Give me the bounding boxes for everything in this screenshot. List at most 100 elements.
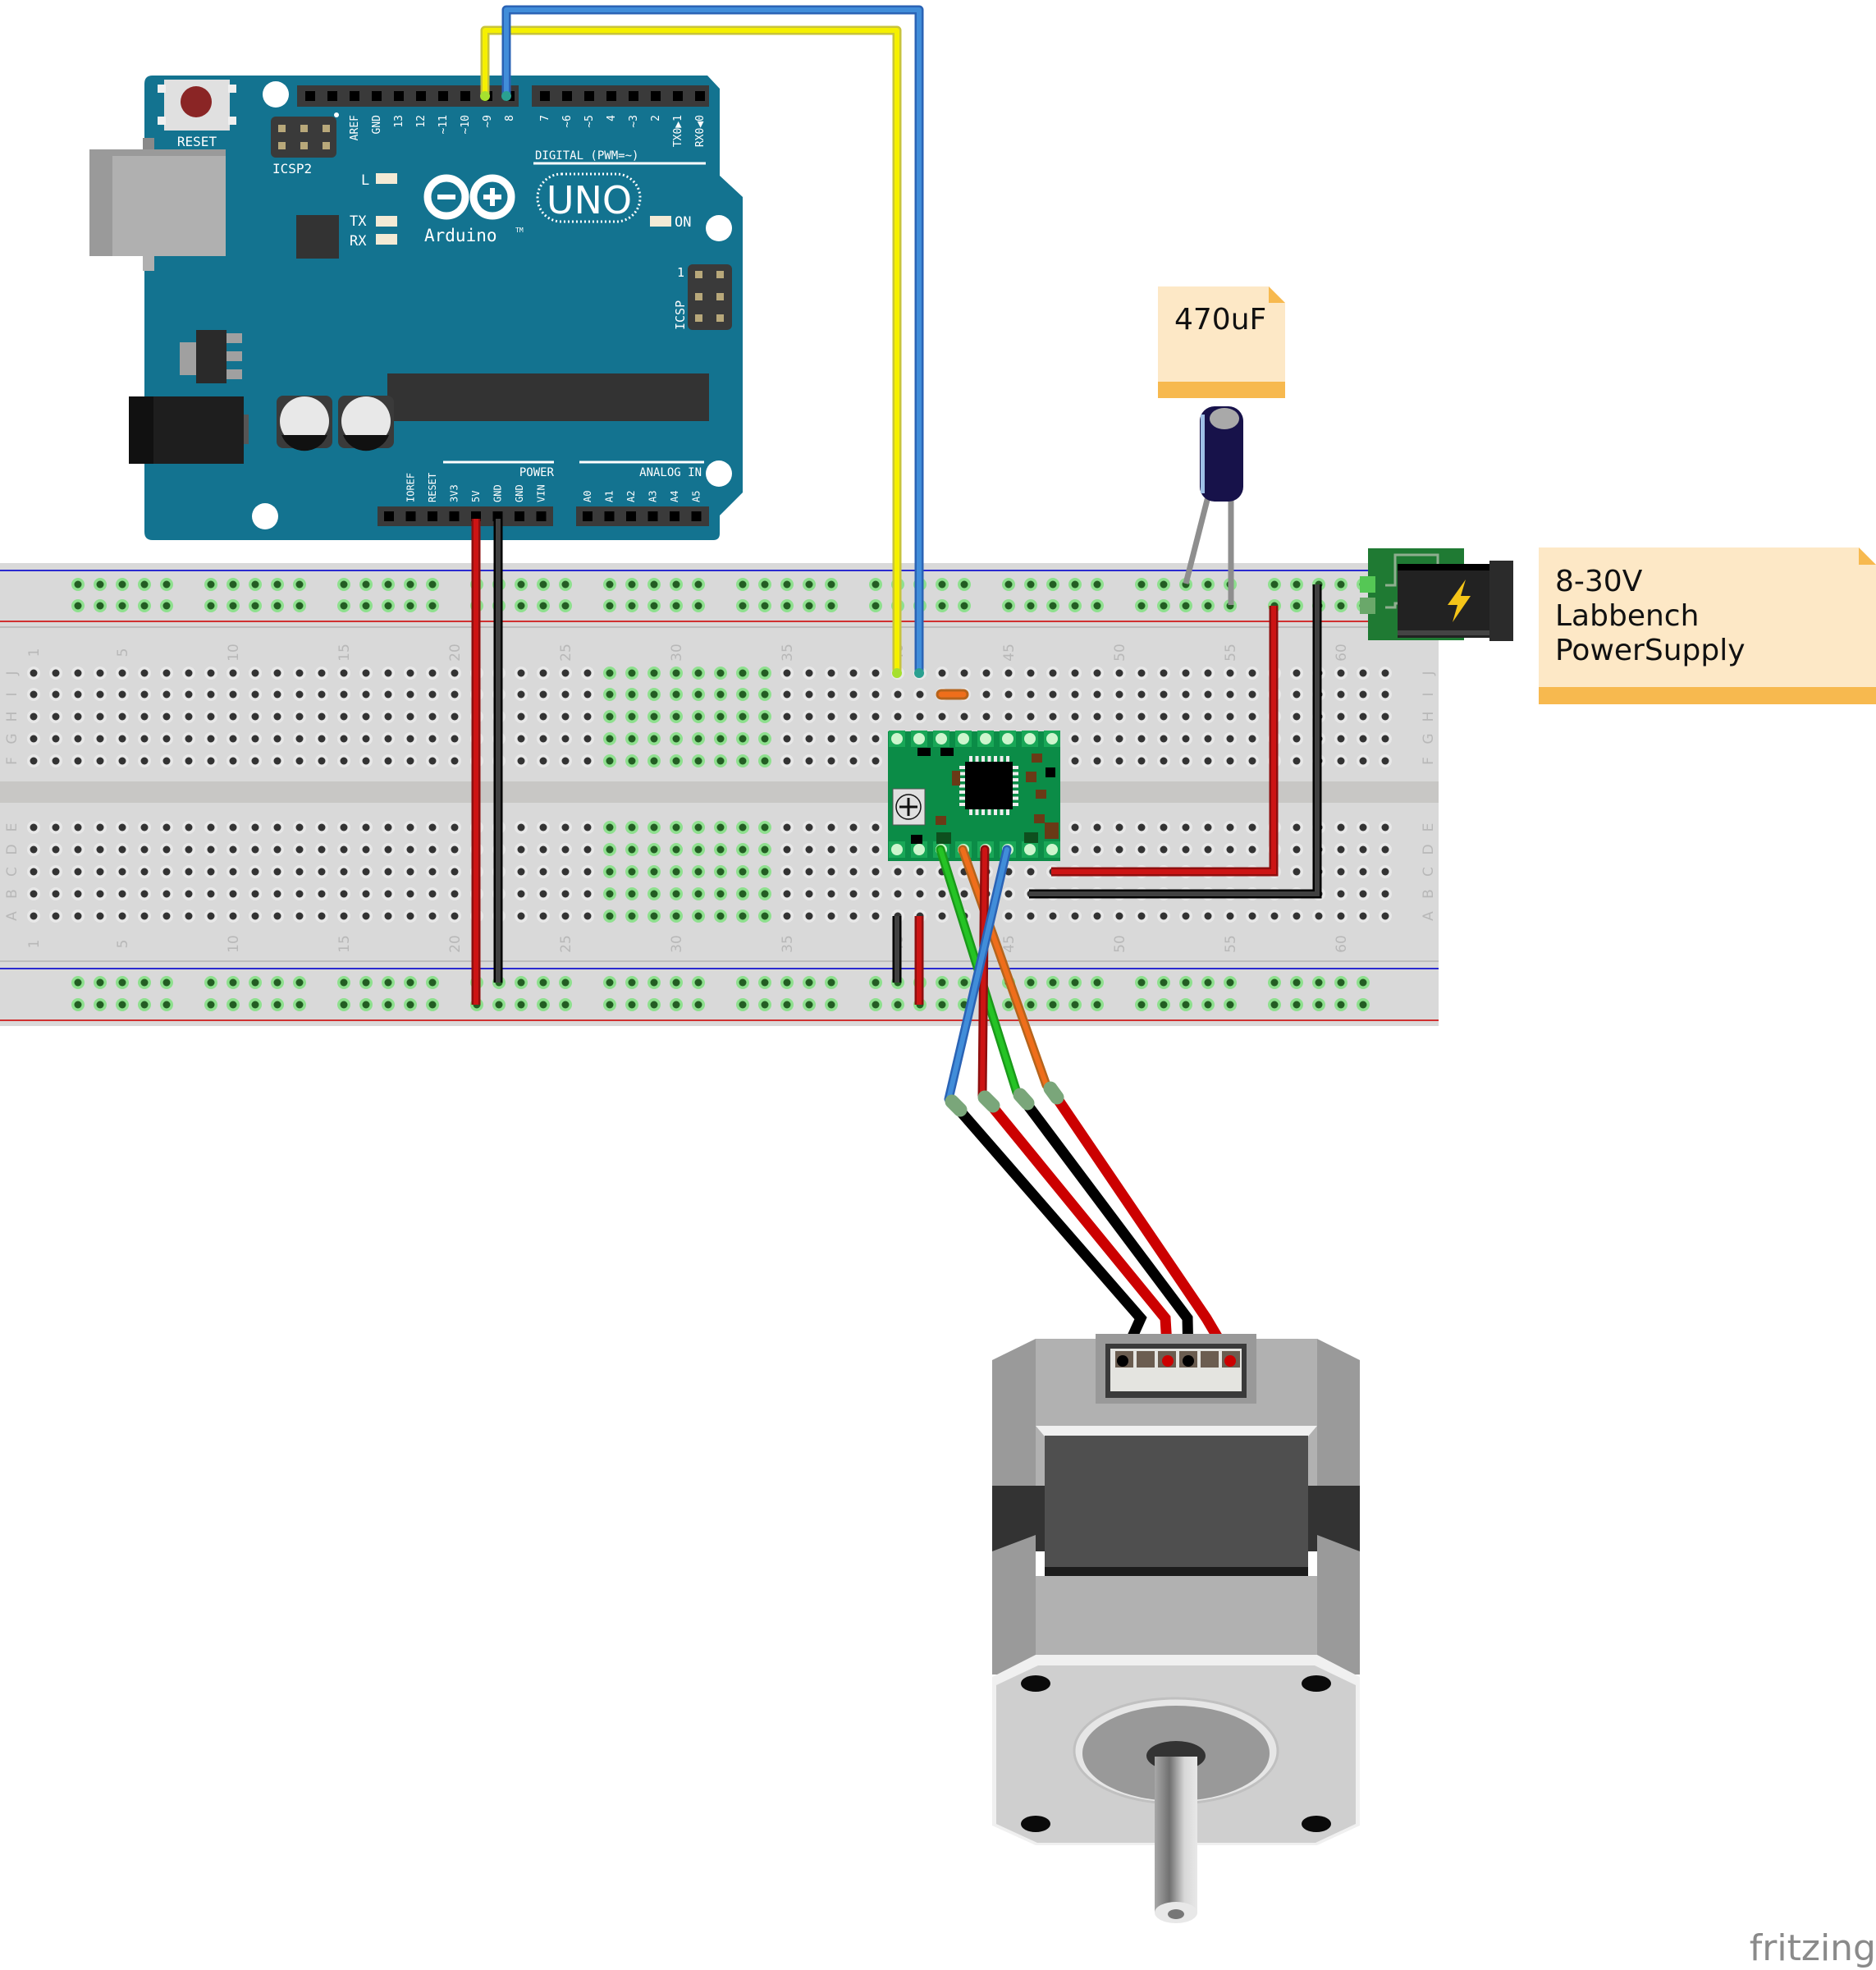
header-pin[interactable] [562,91,572,101]
coil-wire-blue[interactable] [946,847,1009,1102]
rail-hole-center [1137,1001,1146,1009]
ic-pin [1006,809,1009,815]
breadboard-hole-center [1248,712,1256,721]
header-pin[interactable] [629,91,638,101]
coil-wire-red[interactable] [980,847,987,1098]
breadboard-hole-center [406,690,414,699]
header-pin[interactable] [647,511,658,521]
rail-hole-center [872,978,880,987]
breadboard-hole-center [207,669,215,677]
breadboard-hole-center [74,735,82,743]
electrolytic-capacitor[interactable] [1183,406,1243,605]
header-pin[interactable] [626,511,636,521]
breadboard-hole-center [827,757,835,765]
stepper-motor[interactable] [992,1334,1360,1923]
row-letter: F [1421,757,1437,765]
header-pin[interactable] [384,511,394,521]
header-pin[interactable] [670,511,679,521]
stepper-driver-module[interactable] [888,731,1060,861]
breadboard-hole-center [1293,868,1301,876]
breadboard-hole-center [251,845,259,854]
header-pin[interactable] [606,91,616,101]
digital-pin-label: 13 [393,115,405,128]
driver-pin-pad [1046,733,1058,744]
wire-endpoint [892,668,902,678]
breadboard-hole-center [96,823,104,832]
header-pin[interactable] [350,91,359,101]
reset-button[interactable] [181,86,212,117]
motor-lead-black-1[interactable] [948,1097,1147,1361]
motor-lead-end [1162,1355,1174,1367]
header-pin[interactable] [449,511,460,521]
header-pin[interactable] [327,91,337,101]
rail-hole-center [561,580,570,589]
breadboard-hole-center [140,757,149,765]
breadboard-hole-center [628,845,636,854]
breadboard-hole-center [428,735,437,743]
header-pin[interactable] [428,511,437,521]
rail-hole-center [694,580,702,589]
header-pin[interactable] [372,91,382,101]
header-pin[interactable] [305,91,315,101]
rail-hole-center [74,580,82,589]
signal-wire-pin9[interactable] [483,28,899,673]
capacitor-note[interactable]: 470uF [1158,286,1285,398]
rail-hole-center [1270,978,1279,987]
header-pin[interactable] [651,91,661,101]
smd-part [1046,767,1055,777]
power-supply-note[interactable]: 8-30V Labbench PowerSupply [1539,547,1876,704]
breadboard-hole-center [1226,845,1234,854]
breadboard-hole-center [694,757,702,765]
rail-hole-center [1337,978,1345,987]
header-pin[interactable] [540,91,550,101]
breadboard-hole-center [694,890,702,898]
power-pin-label: 3V3 [449,484,460,502]
header-pin[interactable] [536,511,547,521]
header-pin[interactable] [394,91,404,101]
breadboard-hole-center [628,757,636,765]
motor-power-wire[interactable] [1051,606,1276,874]
dc-barrel-jack[interactable] [1360,548,1513,641]
header-pin[interactable] [695,91,705,101]
coil-wire-orange[interactable] [960,847,1049,1088]
analog-header [576,506,709,526]
breadboard-hole-center [207,690,215,699]
header-pin[interactable] [604,511,615,521]
breadboard-hole-center [140,735,149,743]
rail-hole-center [694,1001,702,1009]
header-pin[interactable] [405,511,416,521]
rail-hole-center [827,580,835,589]
rail-hole-center [406,1001,414,1009]
uno-label: UNO [547,178,632,222]
breadboard-hole-center [583,735,592,743]
header-pin[interactable] [515,511,524,521]
header-pin[interactable] [416,91,426,101]
header-pin[interactable] [460,91,470,101]
motor-ground-wire[interactable] [1029,584,1320,896]
header-pin[interactable] [438,91,448,101]
header-pin[interactable] [673,91,683,101]
mount-hole [1302,1675,1331,1692]
breadboard-hole-center [517,757,525,765]
ic-pin [1013,796,1018,800]
breadboard-hole-center [739,757,747,765]
breadboard-hole-center [362,757,370,765]
breadboard-hole-center [916,712,924,721]
row-letter: D [4,844,21,854]
rail-hole-center [1182,602,1190,610]
breadboard-hole-center [628,690,636,699]
jack-edge [1398,564,1489,570]
trademark-mark: TM [515,227,524,234]
rail-hole-center [96,580,104,589]
header-pin[interactable] [691,511,702,521]
breadboard-hole-center [96,712,104,721]
breadboard-hole-center [561,912,570,920]
header-pin[interactable] [584,91,594,101]
signal-wire-pin8[interactable] [504,7,922,673]
rail-hole-center [761,580,769,589]
header-pin[interactable] [583,511,593,521]
rail-hole-center [162,978,171,987]
breadboard-hole-center [517,823,525,832]
breadboard-hole-center [1049,669,1057,677]
